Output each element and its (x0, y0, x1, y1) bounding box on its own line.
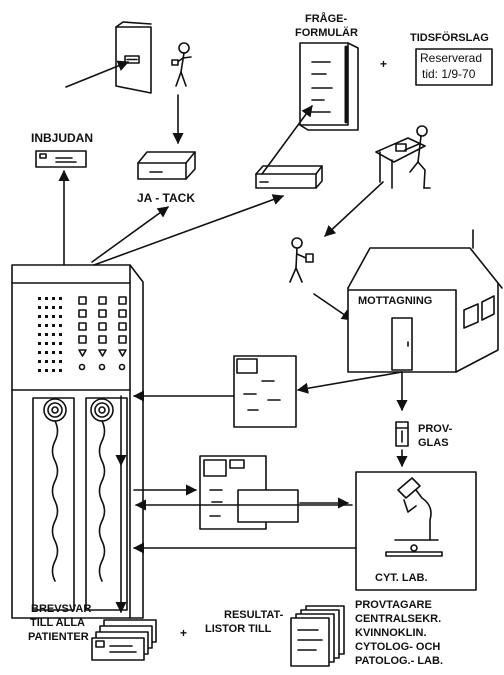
specimen-tube-label-line2: GLAS (418, 438, 449, 450)
recipients-line2: CENTRALSEKR. (355, 614, 441, 626)
arrow-clinic-to-sheet (298, 372, 402, 390)
person-at-desk (376, 126, 430, 188)
patient-walking (290, 238, 313, 282)
questionnaire-label-line1: FRÅGE- (305, 14, 347, 26)
reserved-time-line2: tid: 1/9-70 (422, 68, 475, 81)
result-lists-label-line1: RESULTAT- (224, 610, 283, 622)
computer-cabinet (12, 265, 143, 618)
recipients-line5: PATOLOG.- LAB. (355, 656, 443, 668)
result-lists-label-line2: LISTOR TILL (205, 624, 271, 636)
plus-sign-bottom: + (180, 627, 187, 640)
person-receiving-letter (172, 43, 191, 86)
arrow-desk-to-patient (325, 182, 383, 236)
clinic-label: MOTTAGNING (358, 296, 432, 308)
report-sheet (234, 356, 296, 427)
letters-label-line2: TILL ALLA (30, 618, 85, 630)
invitation-envelope (36, 151, 86, 167)
reply-card-box (138, 152, 195, 179)
arrow-envelope-to-questionnaire (262, 106, 312, 174)
invitation-label: INBJUDAN (31, 132, 93, 145)
result-lists-stack (291, 606, 344, 666)
recipients-line1: PROVTAGARE (355, 600, 432, 612)
arrow-patient-to-clinic (314, 294, 352, 320)
plus-sign-top: + (380, 58, 387, 71)
arrow-computer-to-reply-box (92, 207, 168, 262)
arrow-computer-to-envelope (94, 196, 283, 265)
time-proposal-label: TIDSFÖRSLAG (410, 33, 489, 45)
reserved-time-line1: Reserverad (420, 52, 482, 65)
specimen-tube (396, 422, 408, 446)
questionnaire-label-line2: FORMULÄR (295, 28, 358, 40)
yes-thanks-label: JA - TACK (137, 192, 195, 205)
letters-label-line3: PATIENTER (28, 632, 89, 644)
letters-label-line1: BREVSVAR (31, 604, 91, 616)
microscope-icon (386, 478, 442, 556)
questionnaire-form (300, 43, 358, 130)
recipients-line4: CYTOLOG- OCH (355, 642, 440, 654)
result-slip (238, 490, 298, 522)
recipients-line3: KVINNOKLIN. (355, 628, 427, 640)
specimen-tube-label-line1: PROV- (418, 424, 452, 436)
cytology-lab-label: CYT. LAB. (375, 573, 428, 585)
letters-stack (92, 620, 156, 660)
door-mailslot (116, 22, 151, 93)
results-sheet (200, 456, 298, 529)
